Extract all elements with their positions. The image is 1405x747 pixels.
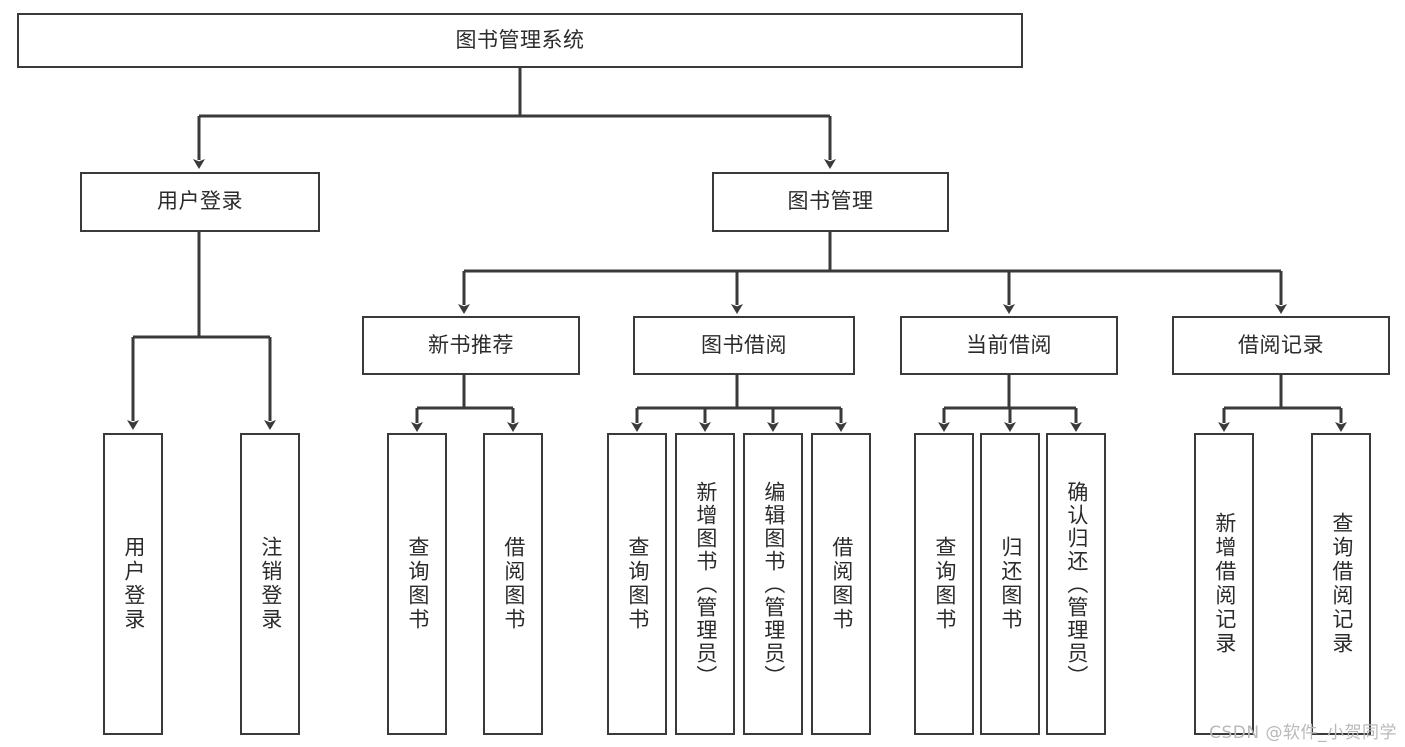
node-label: 用户登录	[157, 189, 243, 214]
watermark-csdn: CSDN @软件_小贺同学	[1209, 723, 1397, 743]
node-label: 注销登录	[258, 536, 283, 632]
node-leaf-edit-book-admin[interactable]: 编辑图书（管理员）	[743, 433, 803, 735]
node-leaf-logout[interactable]: 注销登录	[240, 433, 300, 735]
node-label: 借阅图书	[829, 536, 854, 632]
node-label: 查询图书	[405, 536, 430, 632]
node-leaf-add-borrow-record[interactable]: 新增借阅记录	[1194, 433, 1254, 735]
node-user-login[interactable]: 用户登录	[80, 172, 320, 232]
node-label: 查询借阅记录	[1329, 512, 1354, 656]
node-label: 编辑图书（管理员）	[761, 480, 786, 688]
node-label: 图书管理	[787, 189, 874, 214]
node-leaf-add-book-admin[interactable]: 新增图书（管理员）	[675, 433, 735, 735]
node-root-book-management-system[interactable]: 图书管理系统	[17, 13, 1023, 68]
node-leaf-query-book-borrow[interactable]: 查询图书	[607, 433, 667, 735]
node-leaf-user-login[interactable]: 用户登录	[103, 433, 163, 735]
node-label: 借阅图书	[501, 536, 526, 632]
node-book-management[interactable]: 图书管理	[712, 172, 949, 232]
node-label: 图书管理系统	[455, 27, 585, 52]
node-label: 查询图书	[625, 536, 650, 632]
node-label: 用户登录	[121, 536, 146, 632]
node-book-borrow[interactable]: 图书借阅	[633, 316, 855, 375]
node-current-borrow[interactable]: 当前借阅	[900, 316, 1118, 375]
node-label: 确认归还（管理员）	[1064, 480, 1089, 688]
node-label: 图书借阅	[701, 332, 787, 357]
node-label: 新书推荐	[428, 332, 514, 357]
node-leaf-borrow-book[interactable]: 借阅图书	[811, 433, 871, 735]
node-leaf-query-book-current[interactable]: 查询图书	[914, 433, 974, 735]
node-leaf-query-borrow-record[interactable]: 查询借阅记录	[1311, 433, 1371, 735]
node-leaf-borrow-book-recommend[interactable]: 借阅图书	[483, 433, 543, 735]
node-label: 新增借阅记录	[1212, 512, 1237, 656]
node-borrow-record[interactable]: 借阅记录	[1172, 316, 1390, 375]
node-leaf-return-book[interactable]: 归还图书	[980, 433, 1040, 735]
node-label: 当前借阅	[966, 332, 1052, 357]
node-label: 查询图书	[932, 536, 957, 632]
node-leaf-query-book-recommend[interactable]: 查询图书	[387, 433, 447, 735]
node-new-book-recommend[interactable]: 新书推荐	[362, 316, 580, 375]
node-label: 借阅记录	[1238, 332, 1324, 357]
node-label: 归还图书	[998, 536, 1023, 632]
node-leaf-confirm-return-admin[interactable]: 确认归还（管理员）	[1046, 433, 1106, 735]
node-label: 新增图书（管理员）	[693, 480, 718, 688]
